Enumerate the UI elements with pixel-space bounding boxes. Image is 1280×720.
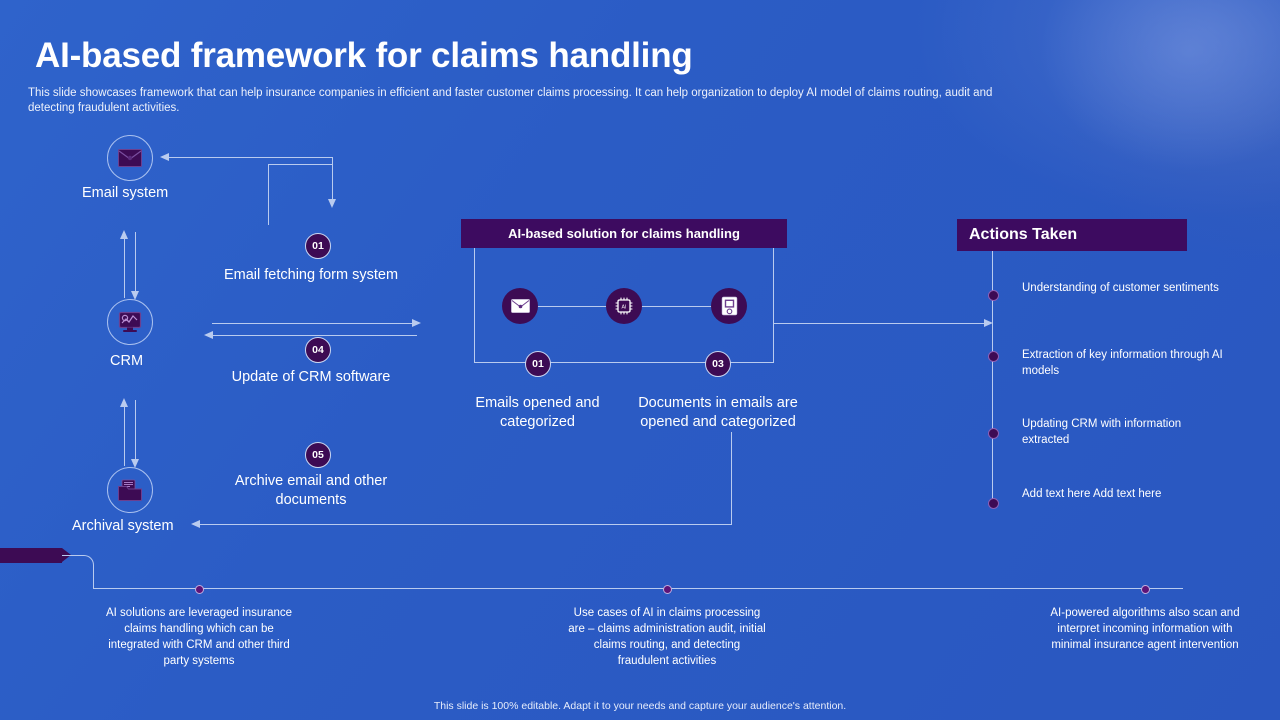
arrow-left-archival <box>191 520 200 528</box>
arrow-down-crm <box>131 291 139 300</box>
actions-item-1: Understanding of customer sentiments <box>1022 282 1219 294</box>
timeline-dot-2 <box>988 351 999 362</box>
step-badge-01-center: 01 <box>525 351 551 377</box>
connector-crm-right <box>212 323 417 324</box>
arrow-up-email <box>120 230 128 239</box>
actions-item-2: Extraction of key information through AI… <box>1022 349 1223 377</box>
step-badge-05-left: 05 <box>305 442 331 468</box>
connector-archival-return-vertical <box>731 432 732 525</box>
step-text-email-fetching: Email fetching form system <box>223 267 399 283</box>
bottom-dot-1 <box>195 585 204 594</box>
connector-email-crm-up <box>124 238 125 298</box>
arrow-left-email-system <box>160 153 169 161</box>
page-subtitle: This slide showcases framework that can … <box>28 87 993 114</box>
connector-center-to-actions <box>774 323 989 324</box>
connector-top-vertical-down <box>268 164 269 225</box>
ai-chip-icon: AI <box>615 297 633 315</box>
timeline-dot-1 <box>988 290 999 301</box>
folder-archive-icon <box>118 479 142 501</box>
arrow-down-step01 <box>328 199 336 208</box>
center-panel-box <box>474 248 774 363</box>
footer-note: This slide is 100% editable. Adapt it to… <box>433 700 847 712</box>
bottom-horizontal-line <box>93 588 1183 589</box>
page-title: AI-based framework for claims handling <box>35 36 693 75</box>
connector-archival-return <box>199 524 732 525</box>
monitor-chart-icon <box>118 311 142 332</box>
node-label-archival-system: Archival system <box>72 518 174 534</box>
bottom-dot-2 <box>663 585 672 594</box>
node-label-email-system: Email system <box>82 185 169 201</box>
step-badge-03-center: 03 <box>705 351 731 377</box>
step-text-archive-email: Archive email and other documents <box>234 473 388 508</box>
center-step-text-emails: Emails opened and categorized <box>475 395 600 430</box>
arrow-up-crm2 <box>120 398 128 407</box>
center-panel-heading: AI-based solution for claims handling <box>461 219 787 248</box>
node-icon-archival-system[interactable] <box>107 467 153 513</box>
node-icon-crm[interactable] <box>107 299 153 345</box>
step-text-update-crm: Update of CRM software <box>231 369 391 385</box>
step-badge-04-left: 04 <box>305 337 331 363</box>
bottom-accent-tag <box>0 548 71 563</box>
center-icon-documents[interactable] <box>711 288 747 324</box>
envelope-icon <box>118 149 142 167</box>
connector-top-vertical-right <box>332 157 333 203</box>
center-icon-ai-model[interactable]: AI <box>606 288 642 324</box>
connector-top-horizontal-inner <box>269 164 333 165</box>
center-step-text-documents: Documents in emails are opened and categ… <box>638 395 798 430</box>
envelope-icon <box>510 299 530 313</box>
actions-timeline-line <box>992 251 993 504</box>
connector-crm-archival-down <box>135 400 136 460</box>
connector-crm-archival-up <box>124 406 125 466</box>
step-badge-01-left: 01 <box>305 233 331 259</box>
timeline-dot-3 <box>988 428 999 439</box>
bottom-elbow-connector <box>62 555 94 589</box>
bottom-note-1: AI solutions are leveraged insurance cla… <box>105 607 293 667</box>
svg-text:AI: AI <box>622 305 627 311</box>
bottom-note-2: Use cases of AI in claims processing are… <box>568 607 766 667</box>
arrow-left-crm <box>204 331 213 339</box>
actions-panel-heading: Actions Taken <box>957 219 1187 251</box>
corner-glow-decoration <box>1040 0 1280 170</box>
node-icon-email-system[interactable] <box>107 135 153 181</box>
timeline-dot-4 <box>988 498 999 509</box>
actions-item-3: Updating CRM with information extracted <box>1022 418 1182 446</box>
document-scan-icon <box>721 296 737 316</box>
bottom-dot-3 <box>1141 585 1150 594</box>
connector-email-crm-down <box>135 232 136 292</box>
arrow-right-actions <box>984 319 993 327</box>
bottom-note-3: AI-powered algorithms also scan and inte… <box>1050 607 1240 651</box>
arrow-right-crm <box>412 319 421 327</box>
connector-crm-left <box>212 335 417 336</box>
center-icon-emails[interactable] <box>502 288 538 324</box>
actions-item-4: Add text here Add text here <box>1022 488 1162 500</box>
arrow-down-archival <box>131 459 139 468</box>
node-label-crm: CRM <box>110 353 144 369</box>
connector-top-horizontal <box>168 157 333 158</box>
